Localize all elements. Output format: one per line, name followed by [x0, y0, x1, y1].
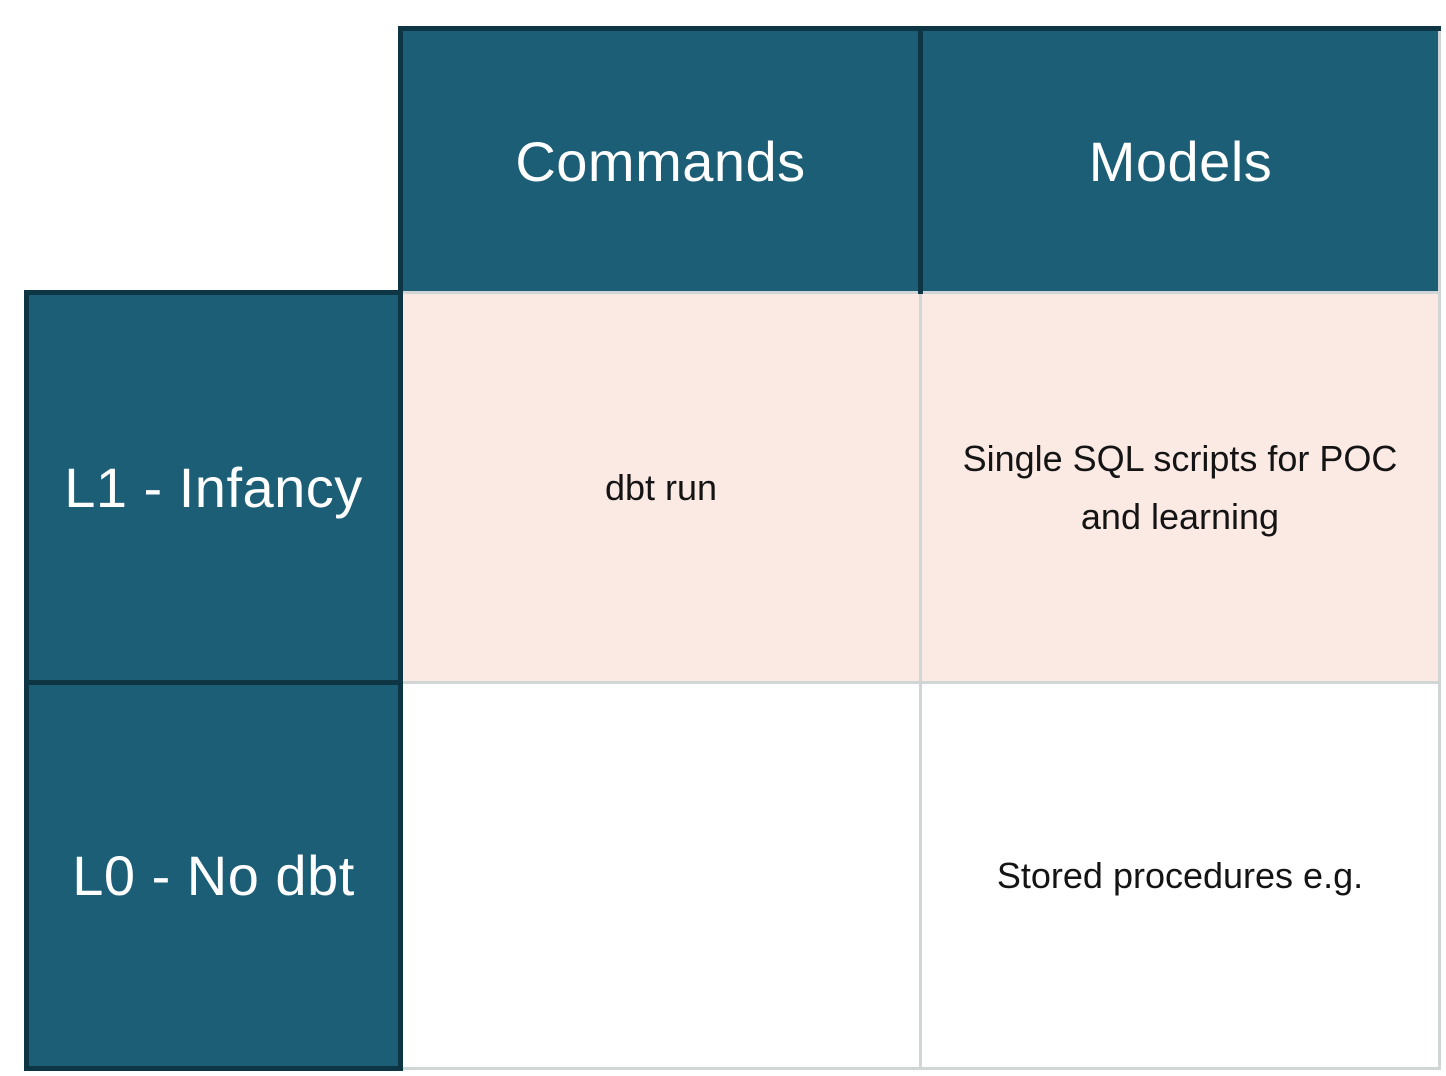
corner-cell [27, 29, 401, 293]
header-row: Commands Models [27, 26, 1441, 294]
row-l1-infancy: L1 - Infancy dbt run Single SQL scripts … [24, 290, 1441, 685]
row-l0-no-dbt: L0 - No dbt Stored procedures e.g. [24, 680, 1441, 1071]
column-header-models: Models [918, 26, 1441, 294]
cell-l0-commands [399, 681, 922, 1070]
cell-l0-models: Stored procedures e.g. [919, 681, 1441, 1070]
maturity-matrix-table: Commands Models L1 - Infancy dbt run Sin… [24, 26, 1441, 1071]
cell-l1-models: Single SQL scripts for POC and learning [919, 291, 1441, 684]
cell-l1-commands: dbt run [399, 291, 922, 684]
row-header-l1-infancy: L1 - Infancy [24, 290, 403, 685]
column-header-commands: Commands [398, 26, 923, 294]
row-header-l0-no-dbt: L0 - No dbt [24, 680, 403, 1071]
